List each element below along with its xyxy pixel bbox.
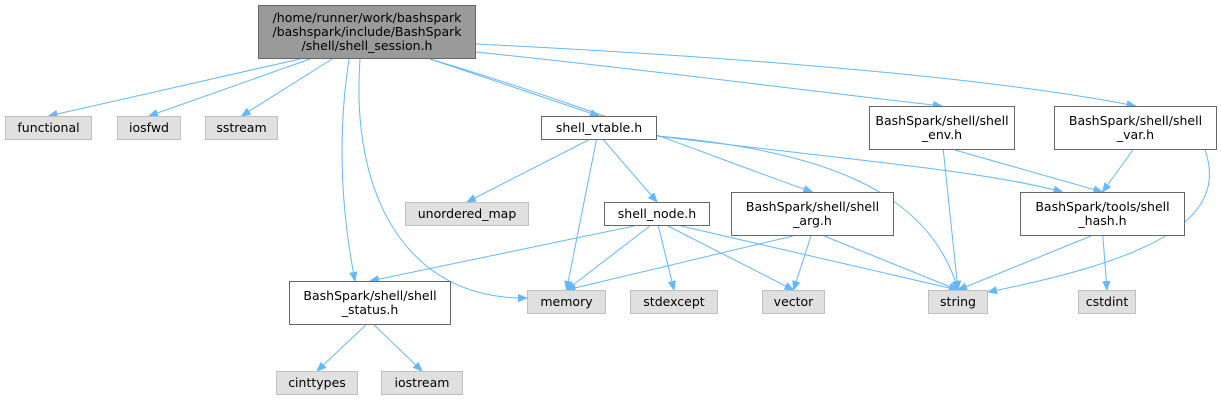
edge-shell_arg-to-string bbox=[823, 235, 958, 291]
edge-root-to-shell_env bbox=[475, 51, 942, 106]
node-cinttypes[interactable]: cinttypes bbox=[276, 371, 358, 395]
edge-shell_node-to-memory bbox=[567, 225, 651, 290]
edge-shell_env-to-string bbox=[942, 149, 958, 290]
edge-root-to-shell_vtable bbox=[429, 58, 599, 116]
node-shell-vtable-h[interactable]: shell_vtable.h bbox=[541, 116, 657, 140]
edge-root-to-memory bbox=[358, 58, 527, 298]
edge-shell_arg-to-memory bbox=[567, 235, 793, 290]
node-iosfwd[interactable]: iosfwd bbox=[117, 116, 181, 140]
node-shell-session-h[interactable]: /home/runner/work/bashspark /bashspark/i… bbox=[258, 5, 476, 59]
edge-root-to-iosfwd bbox=[149, 58, 311, 116]
edge-shell_vtable-to-unordered_map bbox=[467, 139, 589, 202]
node-shell-status-h[interactable]: BashSpark/shell/shell _status.h bbox=[289, 281, 451, 325]
edge-shell_arg-to-vector bbox=[794, 235, 812, 290]
edge-shell_node-to-string bbox=[680, 225, 958, 290]
node-shell-var-h[interactable]: BashSpark/shell/shell _var.h bbox=[1054, 106, 1217, 150]
node-shell-arg-h[interactable]: BashSpark/shell/shell _arg.h bbox=[731, 192, 894, 236]
node-memory[interactable]: memory bbox=[527, 290, 606, 314]
edge-shell_hash-to-cstdint bbox=[1103, 235, 1107, 290]
node-cstdint[interactable]: cstdint bbox=[1078, 290, 1136, 314]
edge-shell_node-to-vector bbox=[667, 225, 794, 290]
edge-shell_env-to-shell_hash bbox=[954, 149, 1103, 192]
edge-shell_node-to-shell_status bbox=[370, 225, 635, 281]
node-iostream[interactable]: iostream bbox=[381, 371, 463, 395]
node-functional[interactable]: functional bbox=[5, 116, 92, 140]
edge-shell_vtable-to-shell_node bbox=[603, 139, 657, 202]
node-unordered-map[interactable]: unordered_map bbox=[405, 202, 529, 226]
node-shell-node-h[interactable]: shell_node.h bbox=[604, 202, 710, 226]
edge-shell_vtable-to-memory bbox=[567, 139, 597, 290]
edge-shell_status-to-iostream bbox=[373, 324, 422, 371]
edge-shell_var-to-shell_hash bbox=[1103, 149, 1134, 192]
node-shell-env-h[interactable]: BashSpark/shell/shell _env.h bbox=[869, 106, 1015, 150]
edge-shell_node-to-stdexcept bbox=[657, 225, 674, 290]
edge-shell_vtable-to-shell_hash bbox=[656, 135, 1063, 192]
edge-root-to-shell_status bbox=[341, 58, 355, 281]
node-string[interactable]: string bbox=[928, 290, 988, 314]
node-shell-hash-h[interactable]: BashSpark/tools/shell _hash.h bbox=[1020, 192, 1185, 236]
edge-shell_status-to-cinttypes bbox=[317, 324, 367, 371]
edge-shell_hash-to-string bbox=[958, 235, 1092, 291]
node-vector[interactable]: vector bbox=[762, 290, 825, 314]
node-sstream[interactable]: sstream bbox=[205, 116, 278, 140]
node-stdexcept[interactable]: stdexcept bbox=[630, 290, 718, 314]
edge-root-to-shell_var bbox=[475, 43, 1136, 106]
edge-root-to-functional bbox=[49, 58, 301, 116]
edge-root-to-sstream bbox=[242, 58, 333, 116]
